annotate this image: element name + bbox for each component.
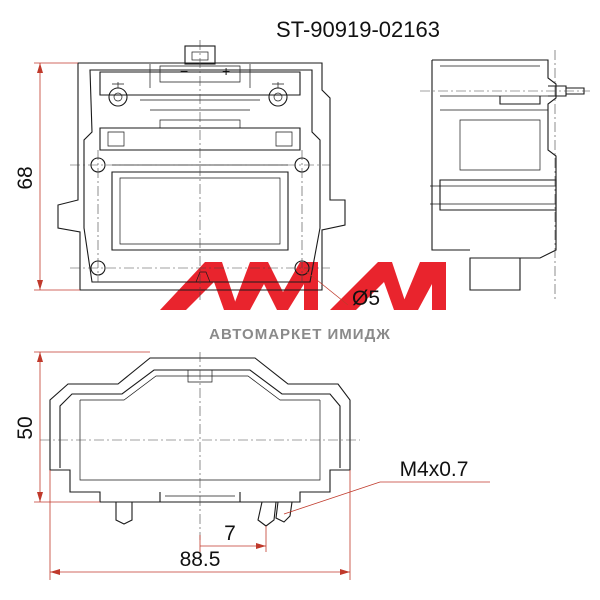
hole-diameter-label: Ø5 [352,287,380,310]
part-number-title: ST-90919-02163 [276,17,440,42]
dimension-pin-gap [199,526,267,552]
watermark-caption: АВТОМАРКЕТ ИМИДЖ [209,326,391,343]
coil-front-view [57,40,346,300]
thread-leader [283,481,490,515]
watermark-logo [160,262,446,310]
dimension-height-top [34,62,80,291]
dimension-label-7: 7 [224,522,236,545]
dimension-width [49,470,351,580]
dimension-height-bottom [34,351,150,503]
coil-side-view [420,50,590,300]
dimension-label-50: 50 [14,416,37,439]
minus-terminal-mark: − [180,63,188,79]
coil-bottom-view [40,352,360,540]
thread-label: M4x0.7 [400,458,469,481]
hole-leader [301,267,349,306]
plus-terminal-mark: + [222,63,230,79]
dimension-label-88-5: 88.5 [180,548,221,571]
dimension-label-68: 68 [14,166,37,189]
